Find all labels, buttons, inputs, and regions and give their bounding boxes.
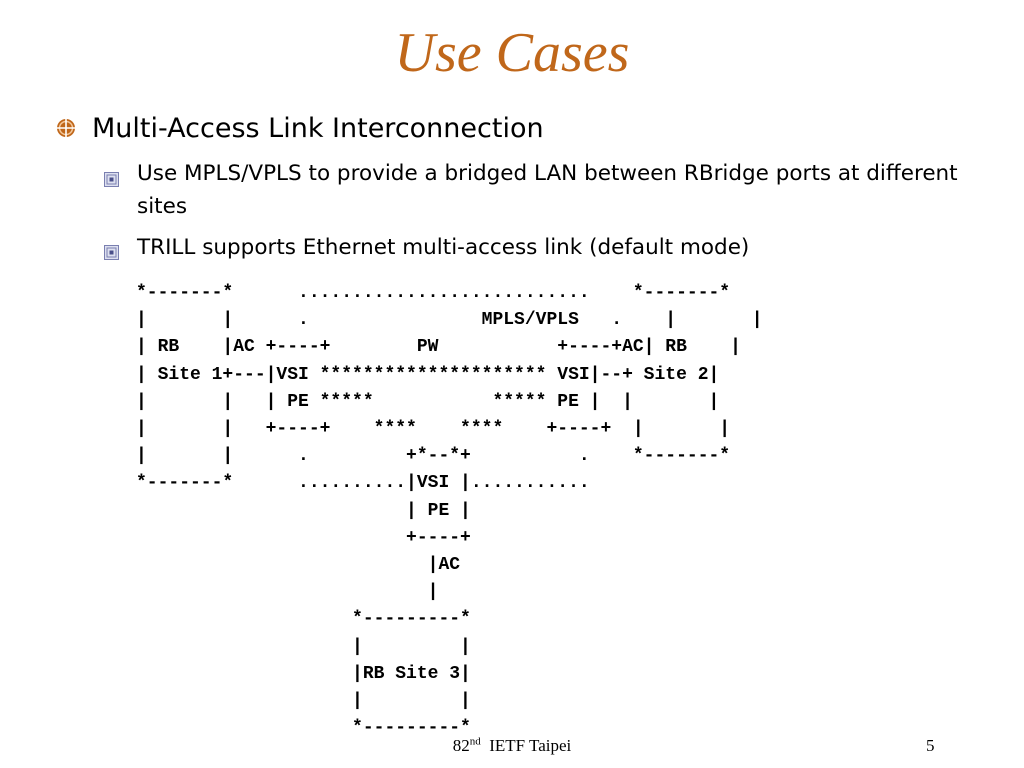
- footer-event-name: IETF Taipei: [489, 736, 572, 755]
- footer-superscript: nd: [469, 735, 481, 748]
- bullet-multi-access: Multi-Access Link Interconnection: [92, 113, 544, 144]
- square-dot-icon: [104, 172, 119, 187]
- circle-target-icon: [57, 119, 75, 137]
- slide-title: Use Cases: [394, 22, 630, 84]
- footer-event: 82nd IETF Taipei: [0, 735, 1024, 757]
- footer-number: 82: [452, 736, 470, 755]
- sub-bullet-mpls: Use MPLS/VPLS to provide a bridged LAN b…: [137, 161, 958, 219]
- ascii-network-diagram: *-------* ........................... *-…: [136, 283, 763, 739]
- square-dot-icon: [104, 245, 119, 260]
- sub-bullet-trill: TRILL supports Ethernet multi-access lin…: [137, 235, 750, 260]
- page-number: 5: [926, 736, 935, 755]
